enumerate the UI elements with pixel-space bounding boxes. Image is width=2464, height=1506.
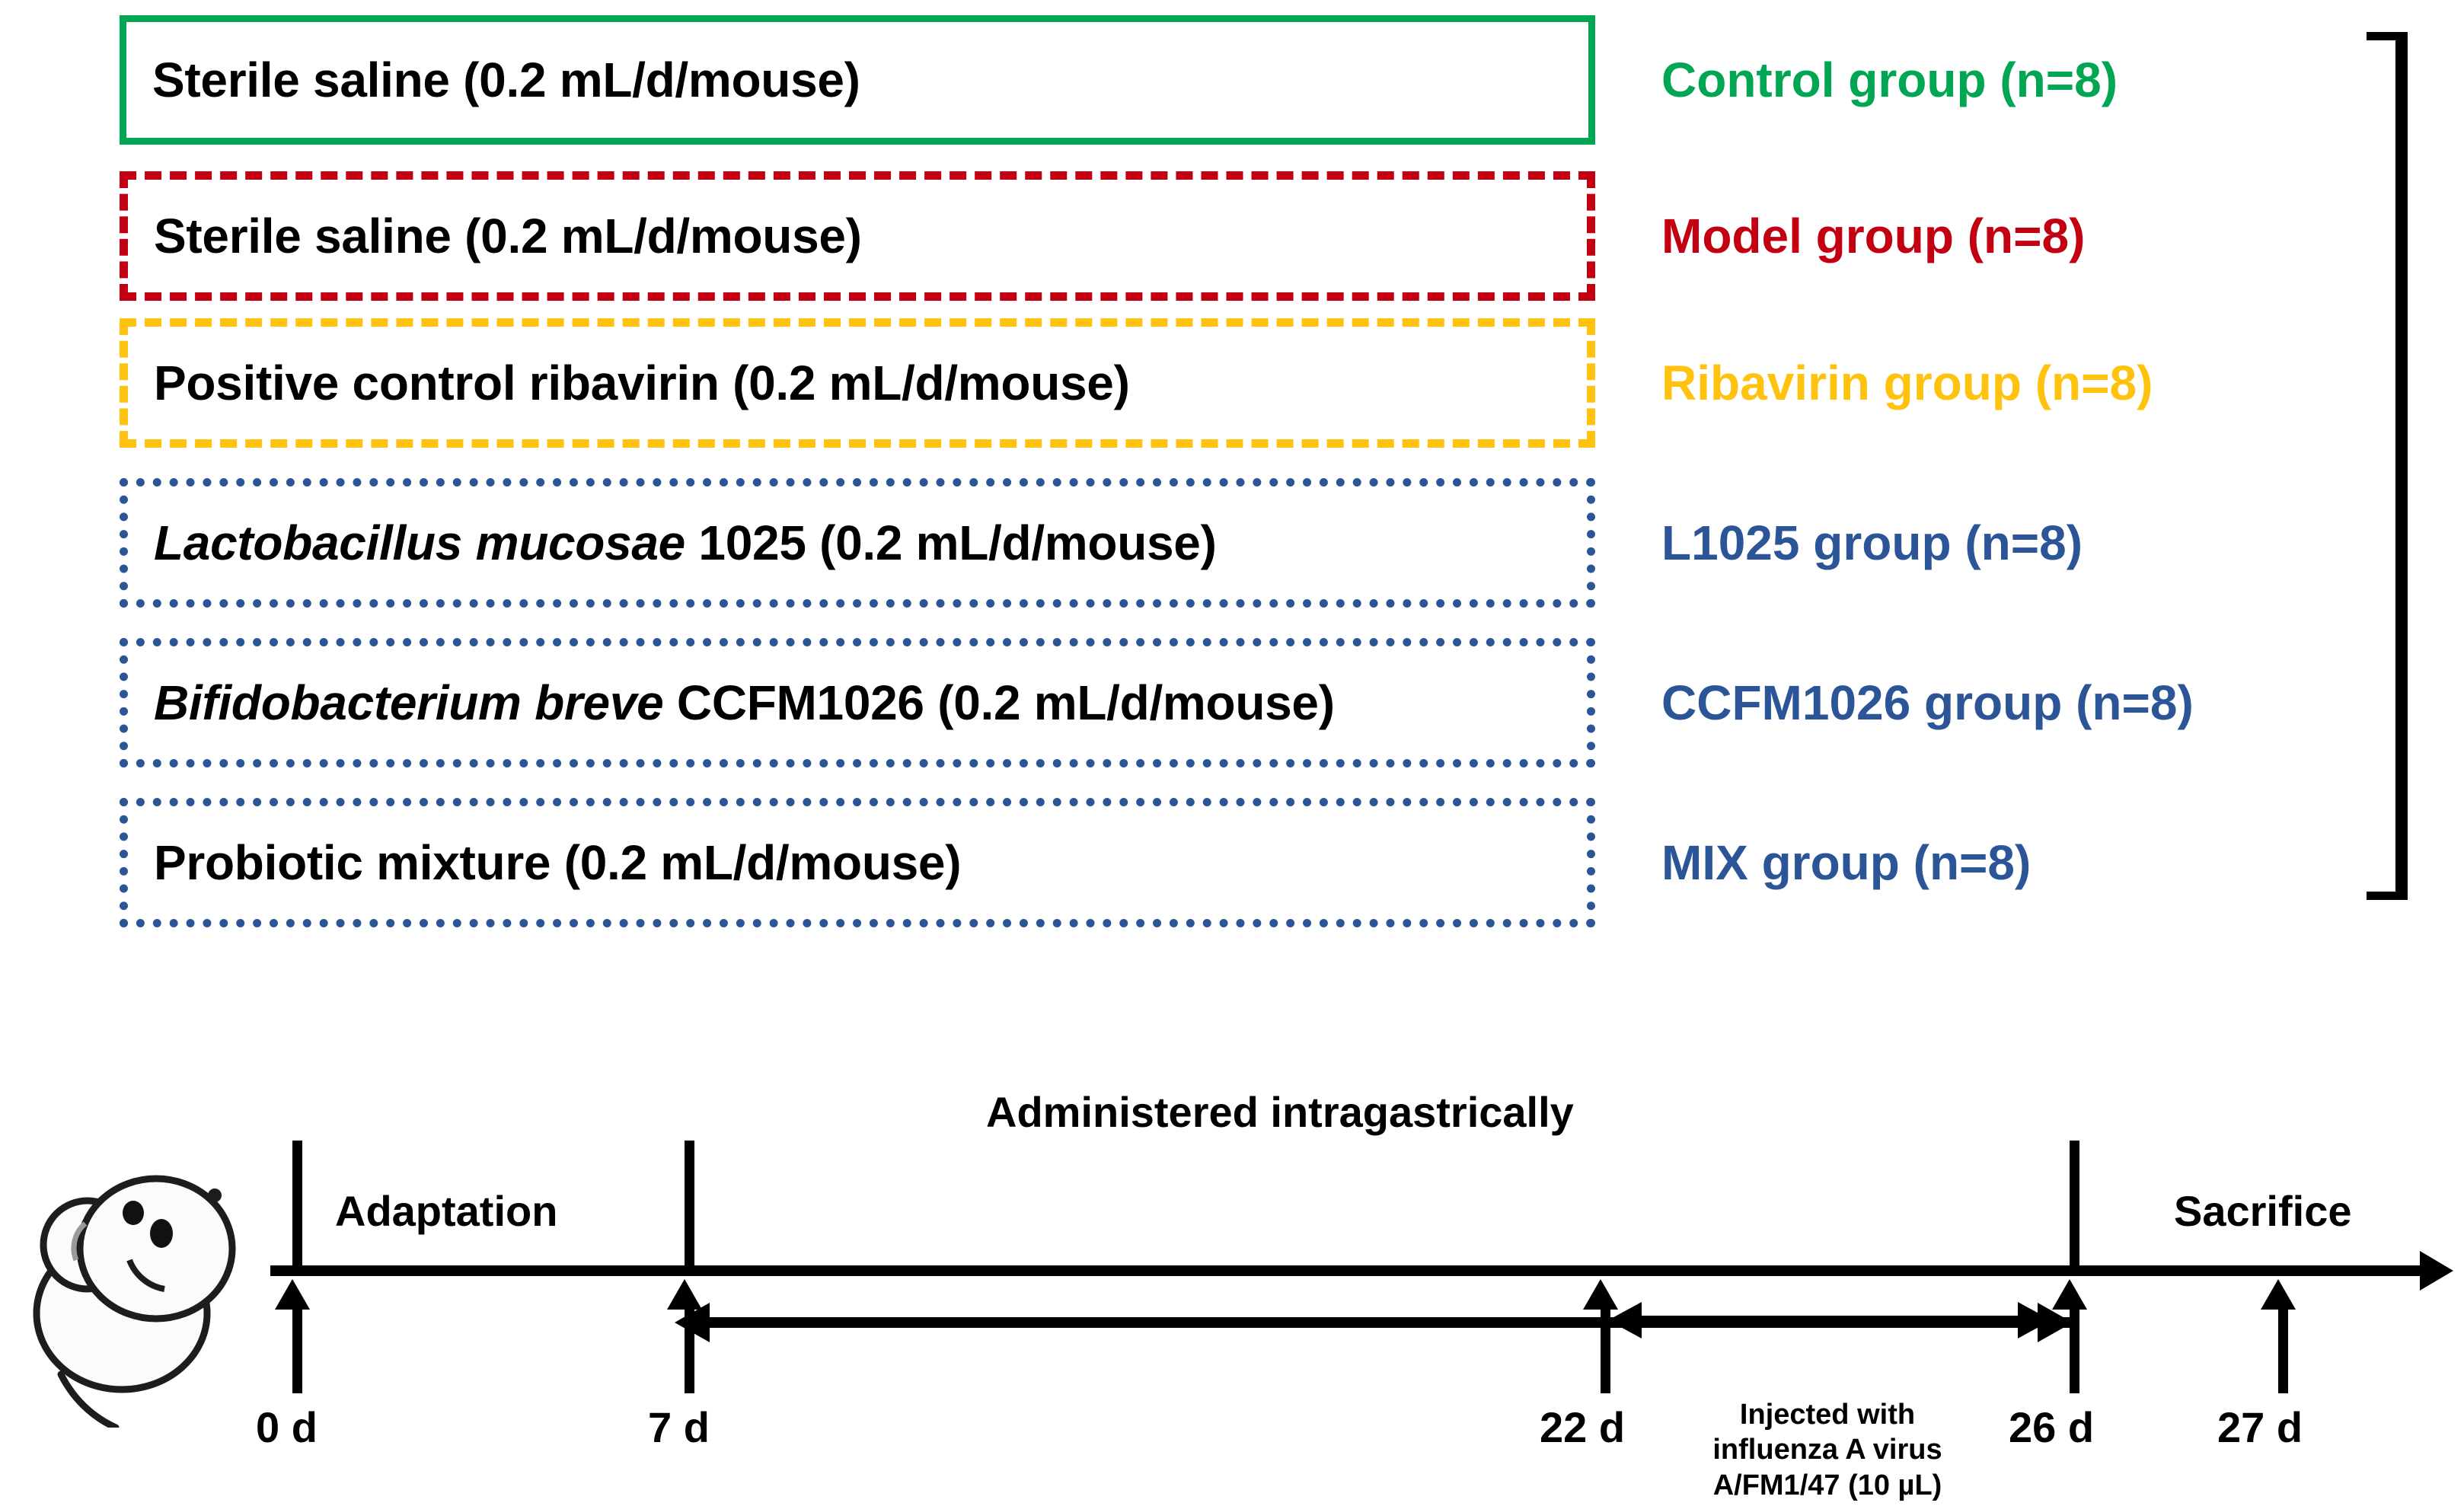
group-label-l1025: L1025 group (n=8) <box>1661 515 2083 570</box>
group-row-l1025: Lactobacillus mucosae 1025 (0.2 mL/d/mou… <box>0 478 2464 608</box>
day-label-7d: 7 d <box>648 1403 710 1451</box>
timeline-axis-arrowhead <box>2420 1251 2453 1291</box>
day-label-26d: 26 d <box>2009 1403 2095 1451</box>
treatment-box-l1025: Lactobacillus mucosae 1025 (0.2 mL/d/mou… <box>120 478 1595 608</box>
treatment-text: Sterile saline (0.2 mL/d/mouse) <box>154 209 862 263</box>
treatment-box-model: Sterile saline (0.2 mL/d/mouse) <box>120 171 1595 301</box>
day-tick-head-27d <box>2261 1279 2296 1310</box>
day-tick-0d <box>292 1307 302 1393</box>
injection-note: Injected with influenza A virus A/FM1/47… <box>1668 1397 1987 1503</box>
species-name: Lactobacillus mucosae <box>154 515 685 570</box>
injection-arrow-left-head <box>1608 1302 1642 1338</box>
group-row-ccfm1026: Bifidobacterium breve CCFM1026 (0.2 mL/d… <box>0 638 2464 767</box>
species-name: Bifidobacterium breve <box>154 675 664 730</box>
group-label-model: Model group (n=8) <box>1661 209 2086 263</box>
injection-arrow-right-head <box>2018 1302 2051 1338</box>
mouse-icon <box>33 1175 236 1428</box>
group-row-model: Sterile saline (0.2 mL/d/mouse) Model gr… <box>0 171 2464 301</box>
treatment-box-mix: Probiotic mixture (0.2 mL/d/mouse) <box>120 798 1595 927</box>
group-row-ribavirin: Positive control ribavirin (0.2 mL/d/mou… <box>0 318 2464 448</box>
day-tick-head-7d <box>667 1279 702 1310</box>
tick-separator-0d <box>292 1141 302 1267</box>
injection-note-line-2: influenza A virus <box>1712 1434 1942 1466</box>
phase-label-adaptation: Adaptation <box>335 1187 558 1235</box>
treatment-text-rest: CCFM1026 (0.2 mL/d/mouse) <box>663 675 1335 730</box>
day-tick-head-26d <box>2052 1279 2087 1310</box>
group-row-mix: Probiotic mixture (0.2 mL/d/mouse) MIX g… <box>0 798 2464 927</box>
treatment-text: Lactobacillus mucosae 1025 (0.2 mL/d/mou… <box>128 515 1217 571</box>
experiment-timeline: Adaptation Administered intragastrically… <box>0 1051 2464 1506</box>
day-tick-26d <box>2070 1307 2079 1393</box>
treatment-text: Sterile saline (0.2 mL/d/mouse) <box>152 53 860 107</box>
day-tick-27d <box>2278 1307 2288 1393</box>
day-label-0d: 0 d <box>256 1403 318 1451</box>
group-label-ccfm1026: CCFM1026 group (n=8) <box>1661 675 2194 730</box>
group-bracket <box>2367 32 2408 900</box>
treatment-groups-panel: Sterile saline (0.2 mL/d/mouse) Control … <box>0 15 2464 927</box>
timeline-axis <box>270 1265 2433 1276</box>
day-tick-7d <box>685 1307 694 1393</box>
treatment-box-ribavirin: Positive control ribavirin (0.2 mL/d/mou… <box>120 318 1595 448</box>
day-label-22d: 22 d <box>1540 1403 1626 1451</box>
injection-arrow-line <box>1637 1316 2048 1326</box>
phase-label-sacrifice: Sacrifice <box>2174 1187 2352 1235</box>
day-label-27d: 27 d <box>2217 1403 2303 1451</box>
tick-separator-7d <box>685 1141 694 1267</box>
day-tick-22d <box>1601 1307 1610 1393</box>
treatment-text: Probiotic mixture (0.2 mL/d/mouse) <box>154 835 962 890</box>
group-label-ribavirin: Ribavirin group (n=8) <box>1661 356 2153 410</box>
treatment-box-control: Sterile saline (0.2 mL/d/mouse) <box>120 15 1595 145</box>
group-label-control: Control group (n=8) <box>1661 53 2118 107</box>
group-row-control: Sterile saline (0.2 mL/d/mouse) Control … <box>0 15 2464 145</box>
phase-label-administered: Administered intragastrically <box>986 1088 1574 1136</box>
treatment-text: Bifidobacterium breve CCFM1026 (0.2 mL/d… <box>128 675 1335 731</box>
day-tick-head-0d <box>275 1279 310 1310</box>
group-label-mix: MIX group (n=8) <box>1661 835 2032 890</box>
treatment-box-ccfm1026: Bifidobacterium breve CCFM1026 (0.2 mL/d… <box>120 638 1595 767</box>
injection-note-line-3: A/FM1/47 (10 µL) <box>1712 1469 1942 1501</box>
tick-separator-26d <box>2070 1141 2079 1267</box>
treatment-text-rest: 1025 (0.2 mL/d/mouse) <box>685 515 1217 570</box>
treatment-text: Positive control ribavirin (0.2 mL/d/mou… <box>154 356 1130 410</box>
injection-note-line-1: Injected with <box>1739 1399 1916 1431</box>
